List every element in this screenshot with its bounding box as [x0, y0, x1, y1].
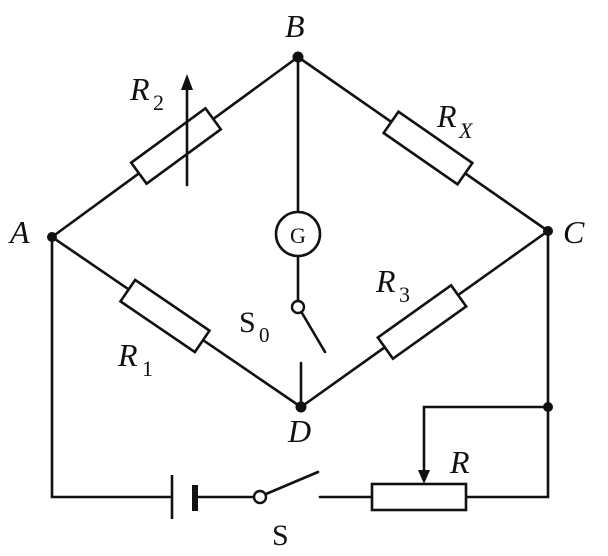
switch-s [252, 470, 320, 505]
rheostat-r-body [370, 482, 468, 512]
nodes [47, 51, 553, 413]
rheostat-slider-arrowhead [418, 470, 430, 484]
switch-s0-contact [290, 299, 306, 315]
switch-s-blade [264, 470, 320, 496]
resistor-rx-body [381, 109, 475, 187]
label-r1-main: R [117, 337, 138, 373]
node-label-c: C [563, 214, 585, 250]
node-b-dot [292, 51, 304, 63]
label-r3-sub: 3 [399, 282, 410, 307]
node-a-dot [47, 232, 57, 242]
label-s0-sub: 0 [259, 323, 270, 347]
label-r1-sub: 1 [142, 356, 153, 381]
labels: A B C D R 2 R X R 1 R 3 R S 0 S [8, 8, 585, 552]
node-label-d: D [287, 413, 311, 449]
wire-a-bottom [50, 235, 172, 499]
wire-slider-tap [422, 405, 550, 472]
resistor-r1-body [118, 278, 212, 354]
rheostat-r [370, 470, 468, 512]
battery [170, 475, 198, 519]
label-r3-main: R [375, 263, 396, 299]
galvanometer-label: G [290, 223, 306, 248]
label-rx-sub: X [458, 118, 474, 143]
label-r2-main: R [129, 71, 150, 107]
label-s: S [272, 519, 289, 552]
galvanometer: G [274, 210, 322, 258]
switch-s0 [290, 299, 327, 354]
node-d-dot [295, 401, 307, 413]
node-label-a: A [8, 214, 30, 250]
switch-s0-blade [300, 311, 327, 354]
resistor-r1 [118, 278, 212, 354]
label-rheostat: R [449, 444, 470, 480]
resistor-r3 [376, 283, 468, 361]
resistor-rx [381, 109, 475, 187]
variable-arrow-head [181, 74, 193, 90]
galvanometer-circle [274, 210, 322, 258]
switch-s-contact [252, 489, 268, 505]
node-label-b: B [285, 8, 305, 44]
node-c-dot [543, 226, 553, 236]
label-r2-sub: 2 [153, 90, 164, 115]
resistor-r3-body [376, 283, 468, 361]
resistor-r2-body [129, 106, 223, 186]
label-rx-main: R [436, 98, 457, 134]
node-tap-dot [543, 402, 553, 412]
wire-rheostat-c [464, 229, 550, 499]
label-s0-main: S [239, 306, 256, 339]
resistor-r2 [129, 74, 223, 187]
